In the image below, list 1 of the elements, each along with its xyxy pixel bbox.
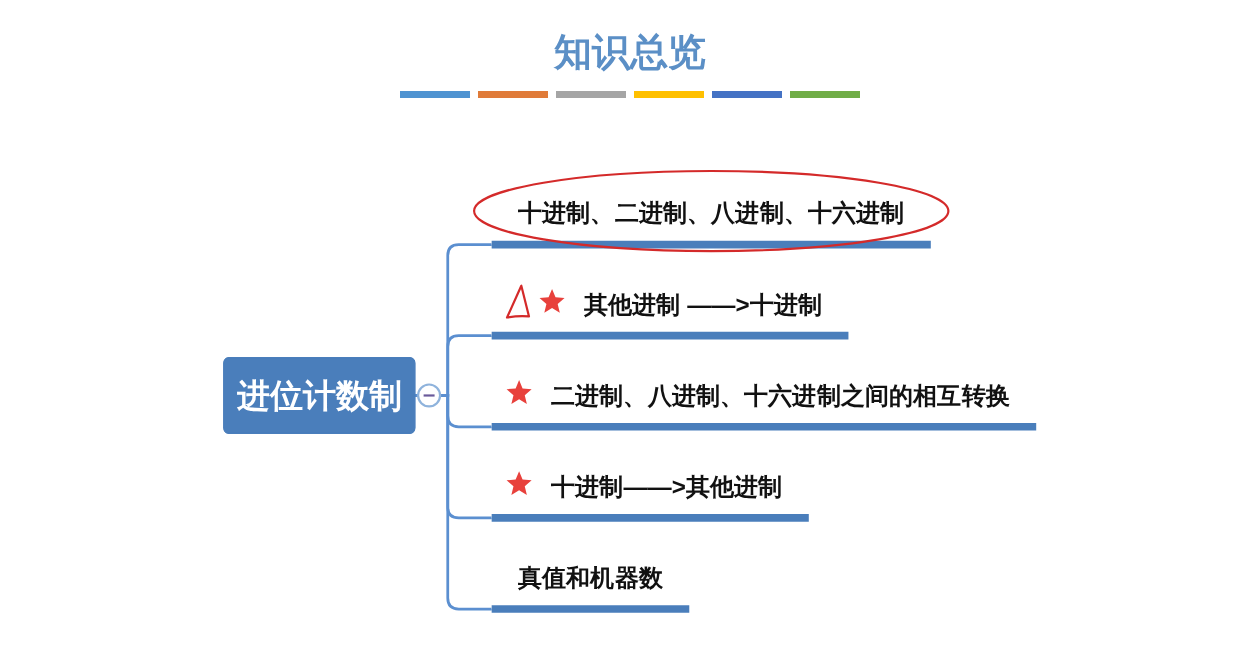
diagram-title: 知识总览 — [554, 30, 706, 75]
